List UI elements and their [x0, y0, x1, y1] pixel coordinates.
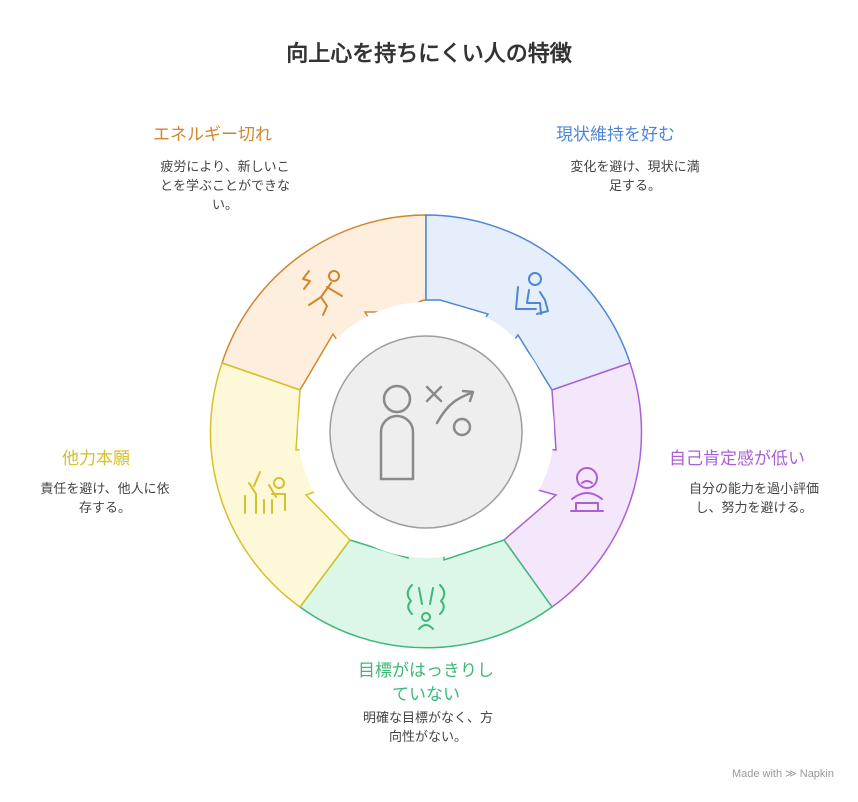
- desc-line: 自分の能力を過小評価: [688, 482, 819, 497]
- segment-label-self-esteem: 自己肯定感が低い: [669, 449, 805, 469]
- confused-person-icon: [406, 584, 446, 630]
- segment-label-status-quo: 現状維持を好む: [556, 125, 675, 145]
- label-line: ていない: [392, 685, 460, 705]
- segment-desc-energy: 疲労により、新しいこ とを学ぶことができな い。: [140, 158, 310, 215]
- segment-label-dependence: 他力本願: [62, 449, 130, 469]
- desc-line: 向性がない。: [388, 730, 467, 745]
- sitting-person-icon: [515, 272, 549, 315]
- desc-line: 明確な目標がなく、方: [362, 711, 493, 726]
- dependent-person-icon: [244, 471, 286, 514]
- page-title: 向上心を持ちにくい人の特徴: [286, 42, 572, 67]
- desc-line: 変化を避け、現状に満: [570, 160, 700, 175]
- segment-desc-no-goal: 明確な目標がなく、方 向性がない。: [340, 709, 516, 747]
- desc-line: 責任を避け、他人に依: [40, 482, 170, 497]
- segment-dependence: [209, 362, 351, 609]
- segment-desc-dependence: 責任を避け、他人に依 存する。: [20, 480, 190, 518]
- center-circle: [329, 335, 523, 529]
- person-strategy-icon: [379, 384, 475, 481]
- segment-self-esteem: [502, 362, 643, 609]
- footer-brand: Napkin: [799, 768, 834, 780]
- segment-label-no-goal: 目標がはっきりし ていない: [326, 659, 526, 707]
- napkin-logo-icon: ≫: [785, 768, 797, 780]
- exhausted-person-icon: [302, 270, 343, 316]
- label-line: 目標がはっきりし: [358, 661, 494, 681]
- footer-text: Made with: [731, 768, 783, 780]
- desc-line: 疲労により、新しいこ: [160, 160, 290, 175]
- segment-label-energy: エネルギー切れ: [153, 125, 272, 145]
- sad-person-icon: [570, 467, 604, 512]
- desc-line: 足する。: [608, 179, 661, 194]
- segment-desc-self-esteem: 自分の能力を過小評価 し、努力を避ける。: [666, 480, 842, 518]
- desc-line: い。: [211, 198, 238, 213]
- desc-line: 存する。: [78, 501, 131, 516]
- footer-credit: Made with ≫ Napkin: [732, 767, 834, 780]
- desc-line: とを学ぶことができな: [159, 179, 290, 194]
- segment-desc-status-quo: 変化を避け、現状に満 足する。: [550, 158, 720, 196]
- desc-line: し、努力を避ける。: [695, 501, 813, 516]
